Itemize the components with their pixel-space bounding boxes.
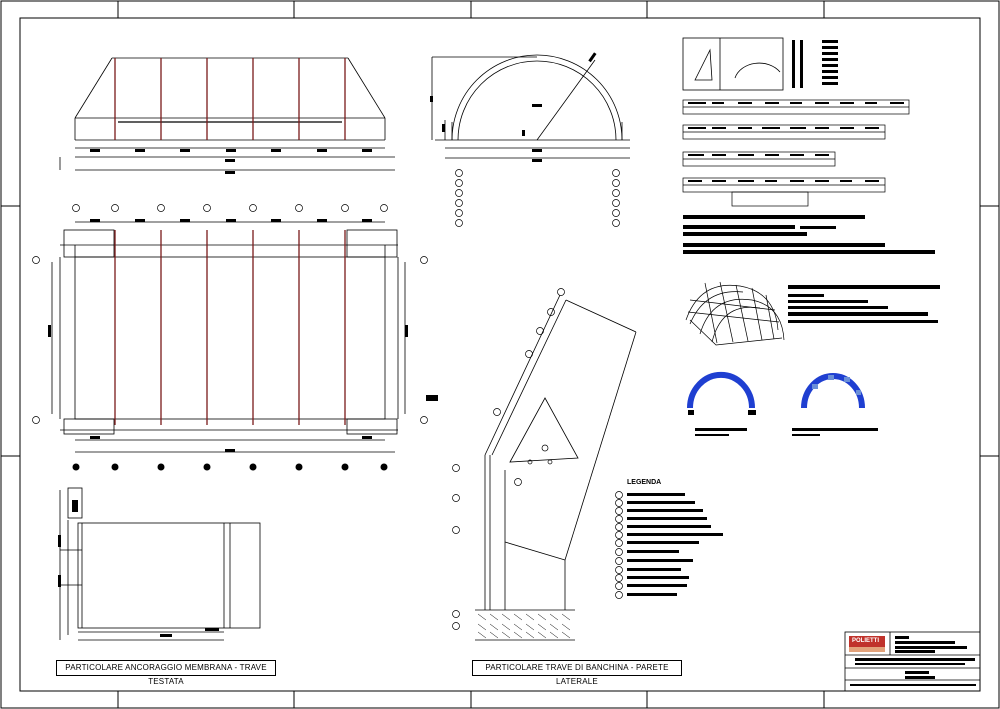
- arch-section-marks: [430, 52, 597, 162]
- blue-arch-2: [801, 373, 865, 409]
- anchorage-detail: [59, 487, 261, 641]
- spec-tables: [682, 99, 910, 207]
- caption-anchorage-detail: PARTICOLARE ANCORAGGIO MEMBRANA - TRAVE …: [56, 660, 276, 686]
- plan-dims: [48, 219, 438, 452]
- title-block: [844, 631, 981, 692]
- side-beam-markers: [452, 288, 565, 630]
- ground-hatch: [477, 613, 571, 639]
- legend-lines: [627, 493, 723, 596]
- arch-section-view: [431, 54, 630, 159]
- key-diagram: [682, 37, 784, 91]
- tent-3d-notes: [788, 285, 940, 323]
- caption-side-beam-detail: PARTICOLARE TRAVE DI BANCHINA - PARETE L…: [472, 660, 682, 686]
- blue-arch-notes: [688, 410, 878, 436]
- plan-grid-markers: [32, 204, 428, 424]
- legend-markers: [615, 491, 623, 599]
- blue-arch-2-segments: [812, 375, 861, 395]
- company-logo: [849, 636, 885, 652]
- company-logo-text: POLIETTI: [852, 638, 879, 644]
- blue-arch-1: [687, 371, 755, 409]
- plan-view: [51, 221, 406, 453]
- key-diagram-marks: [792, 40, 838, 88]
- side-beam-detail: [475, 294, 637, 641]
- side-elevation-frames: [114, 58, 346, 140]
- spec-table-text: [688, 102, 904, 182]
- notes-block: [683, 215, 935, 254]
- plan-frames: [114, 230, 346, 425]
- side-elevation-view: [59, 57, 395, 171]
- arch-section-markers: [455, 169, 620, 227]
- plan-bottom-markers: [72, 463, 388, 471]
- tent-3d-view: [685, 281, 785, 346]
- side-elevation-dims: [90, 149, 372, 174]
- title-block-text: [850, 636, 976, 686]
- legend-title: LEGENDA: [627, 479, 662, 486]
- anchorage-detail-dims: [58, 500, 219, 637]
